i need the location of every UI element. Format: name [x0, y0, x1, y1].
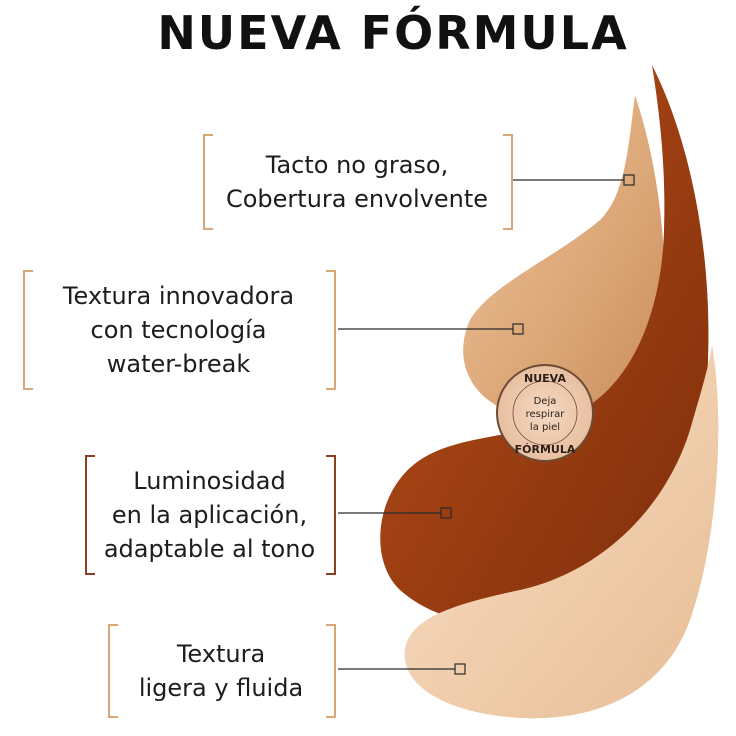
feature-3-line-1: Luminosidad — [133, 467, 286, 495]
feature-2-line-2: con tecnología — [90, 316, 267, 344]
leader-marker-2 — [512, 323, 524, 335]
feature-callout-1: Tacto no graso, Cobertura envolvente — [211, 134, 503, 230]
bracket-left-4 — [108, 624, 118, 718]
bracket-left-2 — [23, 270, 33, 390]
feature-2-line-1: Textura innovadora — [62, 282, 295, 310]
feature-4-line-2: ligera y fluida — [138, 674, 304, 702]
leader-marker-4 — [454, 663, 466, 675]
bracket-left-1 — [203, 134, 213, 230]
bracket-left-3 — [85, 455, 95, 575]
feature-callout-2: Textura innovadora con tecnología water-… — [31, 270, 326, 390]
feature-callout-3: Luminosidad en la aplicación, adaptable … — [93, 455, 326, 575]
badge-top-text: NUEVA — [524, 372, 566, 385]
page-title: NUEVA FÓRMULA — [157, 6, 629, 60]
badge-seal — [496, 364, 594, 462]
feature-3-line-3: adaptable al tono — [103, 535, 316, 563]
leader-marker-1 — [623, 174, 635, 186]
feature-callout-4: Textura ligera y fluida — [116, 624, 326, 718]
bracket-right-4 — [326, 624, 336, 718]
leader-marker-3 — [440, 507, 452, 519]
badge-line-3: la piel — [530, 422, 560, 433]
bracket-right-1 — [503, 134, 513, 230]
badge-line-2: respirar — [526, 409, 566, 420]
swatch-dark — [380, 65, 709, 624]
swatch-medium — [463, 95, 665, 420]
feature-1-line-2: Cobertura envolvente — [225, 185, 489, 213]
feature-1-line-1: Tacto no graso, — [265, 151, 449, 179]
bracket-right-3 — [326, 455, 336, 575]
badge-line-1: Deja — [534, 396, 557, 407]
badge-bottom-text: FÓRMULA — [515, 443, 576, 456]
bracket-right-2 — [326, 270, 336, 390]
swatch-light — [404, 345, 719, 719]
feature-2-line-3: water-break — [106, 350, 251, 378]
feature-3-line-2: en la aplicación, — [111, 501, 308, 529]
feature-4-line-1: Textura — [176, 640, 266, 668]
